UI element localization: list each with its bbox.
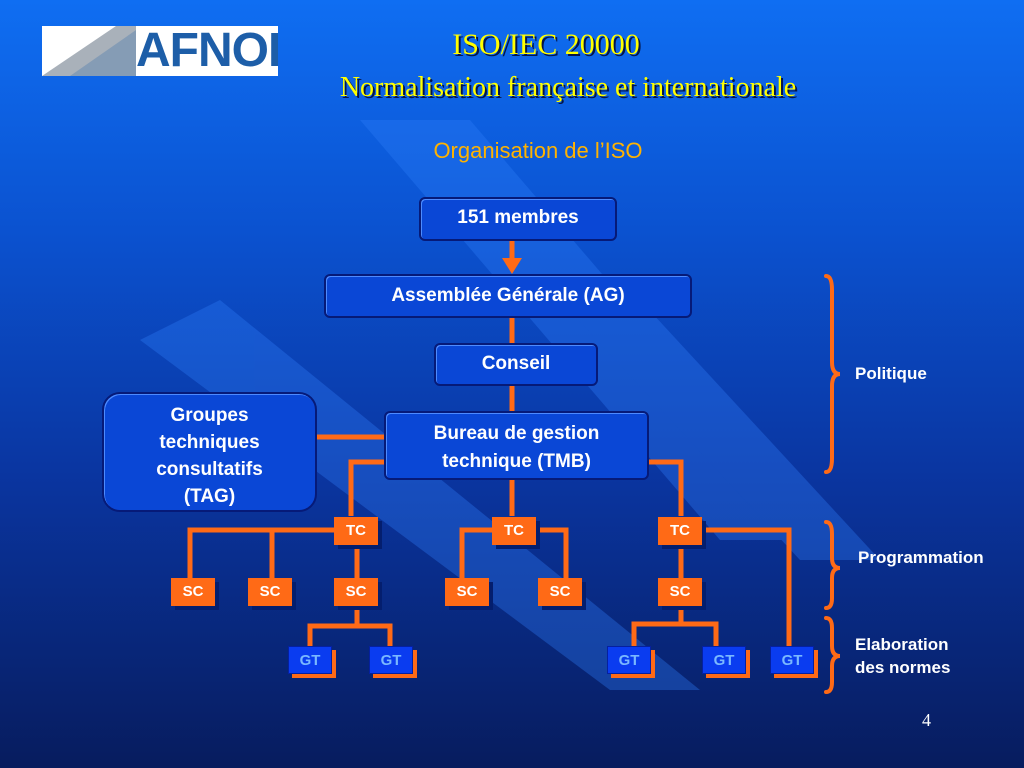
level-label-elaboration-1: Elaboration	[855, 635, 949, 654]
node-tag-label-1: Groupes	[170, 405, 249, 426]
node-council-label: Conseil	[481, 353, 551, 374]
node-tag-label-2: techniques	[159, 432, 260, 453]
section-heading: Organisation de l’ISO	[433, 138, 643, 163]
level-label-elaboration-2: des normes	[855, 658, 951, 677]
level-label-programmation: Programmation	[858, 548, 984, 567]
sc-box-1: SC	[171, 578, 215, 606]
level-label-politique: Politique	[855, 364, 927, 383]
gt-box-1: GT	[288, 646, 332, 674]
node-tmb-label-1: Bureau de gestion	[433, 423, 600, 444]
sc-box-2: SC	[248, 578, 292, 606]
level-braces	[824, 274, 841, 694]
arrow-head	[502, 258, 522, 274]
node-members-label: 151 membres	[457, 207, 579, 228]
gt-box-3: GT	[607, 646, 651, 674]
sc-box-6: SC	[658, 578, 702, 606]
slide-subtitle: Normalisation française et international…	[339, 72, 797, 103]
tc-box-middle: TC	[492, 517, 536, 545]
slide-title: ISO/IEC 20000	[452, 28, 640, 61]
brace-politique	[824, 274, 841, 474]
brace-programmation	[824, 520, 841, 610]
node-members: 151 membres	[419, 197, 617, 241]
sc-box-3: SC	[334, 578, 378, 606]
gt-box-2: GT	[369, 646, 413, 674]
connector-lines	[187, 240, 792, 646]
node-assembly-label: Assemblée Générale (AG)	[391, 285, 625, 306]
tc-box-left: TC	[334, 517, 378, 545]
tc-box-right: TC	[658, 517, 702, 545]
node-assembly: Assemblée Générale (AG)	[324, 274, 692, 318]
brace-elaboration	[824, 616, 841, 694]
level-label-elaboration: Elaboration des normes	[855, 633, 950, 679]
node-tag: Groupes techniques consultatifs (TAG)	[102, 392, 317, 512]
node-tmb: Bureau de gestion technique (TMB)	[384, 411, 649, 480]
gt-box-5: GT	[770, 646, 814, 674]
page-number: 4	[922, 710, 931, 730]
node-tag-label-3: consultatifs	[156, 459, 263, 480]
gt-box-4: GT	[702, 646, 746, 674]
logo-mark-icon	[42, 26, 136, 76]
node-tmb-label-2: technique (TMB)	[442, 451, 591, 472]
node-council: Conseil	[434, 343, 598, 386]
node-tag-label-4: (TAG)	[183, 486, 236, 507]
afnor-logo: AFNOR	[42, 26, 278, 76]
logo-text: AFNOR	[136, 26, 278, 76]
sc-box-5: SC	[538, 578, 582, 606]
sc-box-4: SC	[445, 578, 489, 606]
